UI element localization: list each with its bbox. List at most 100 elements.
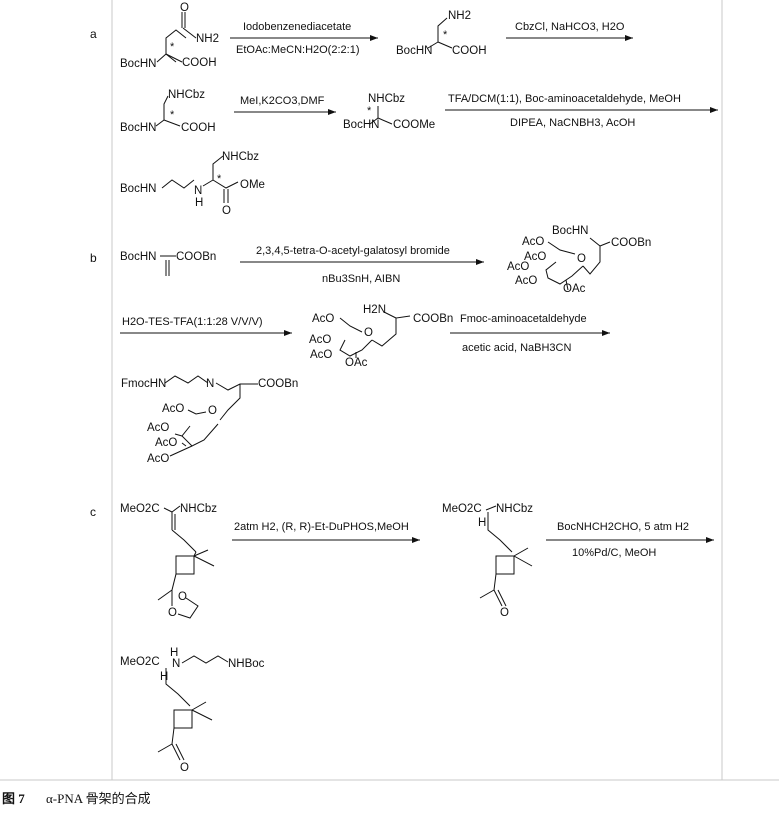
methoxy-ome: OMe: [240, 179, 265, 191]
stereo-star: *: [367, 105, 372, 117]
bond: [165, 29, 187, 63]
figure-caption: 图 7 α-PNA 骨架的合成: [2, 791, 151, 806]
scheme-a-product-4: BocHN N H NHCbz * OMe O: [120, 151, 265, 217]
cyclobutane-ring: [495, 555, 515, 575]
reagent-a2: CbzCl, NaHCO3, H2O: [515, 21, 625, 33]
bond: [193, 555, 215, 567]
ester-coobn: COOBn: [176, 251, 216, 263]
acetoxy-1: AcO: [162, 403, 184, 415]
scheme-c-starting-material: MeO2C NHCbz O O: [120, 503, 217, 619]
reagent-c1: 2atm H2, (R, R)-Et-DuPHOS,MeOH: [234, 521, 409, 533]
acetoxy-oac: OAc: [563, 283, 586, 295]
scheme-c-product-1: MeO2C NHCbz H O: [442, 503, 533, 619]
bond: [157, 589, 173, 601]
bond: [187, 409, 207, 415]
bond: [181, 442, 187, 447]
bond: [163, 507, 173, 513]
bond: [163, 95, 169, 120]
bond: [171, 727, 175, 745]
caption-text: α-PNA 骨架的合成: [46, 791, 151, 806]
ester-coobn: COOBn: [258, 378, 298, 390]
bond: [485, 505, 497, 511]
nhcbz: NHCbz: [496, 503, 533, 515]
ester-coobn: COOBn: [413, 313, 453, 325]
reagent-b1-top: 2,3,4,5-tetra-O-acetyl-galatosyl bromide: [256, 245, 450, 257]
reagent-a1: Iodobenzenediacetate: [243, 21, 351, 33]
bond: [164, 375, 209, 384]
side-chain: [582, 241, 611, 275]
carboxyl-cooh: COOH: [181, 122, 216, 134]
boc-nh: BocHN: [396, 45, 432, 57]
scheme-b-product-2: AcO H2N COOBn AcO O AcO OAc: [309, 304, 453, 369]
bond: [155, 119, 165, 127]
acetoxy-4: AcO: [515, 275, 537, 287]
bond: [437, 17, 448, 42]
scheme-a-product-1: NH2 * BocHN COOH: [396, 10, 487, 57]
boc-nh: BocHN: [120, 122, 156, 134]
bond: [165, 53, 183, 63]
sec-amine-n: N: [206, 378, 214, 390]
stereo-star: *: [443, 29, 448, 41]
section-label-a: a: [90, 27, 97, 41]
sec-amine-n: N: [194, 185, 202, 197]
amine-h: H: [195, 197, 203, 209]
bond: [157, 743, 173, 753]
boc-nh: BocHN: [120, 251, 156, 263]
stereo-star: *: [217, 173, 222, 185]
ketone-o: O: [500, 607, 509, 619]
nhcbz: NHCbz: [368, 93, 405, 105]
carboxyl-cooh: COOH: [452, 45, 487, 57]
boc-nh: BocHN: [120, 183, 156, 195]
bond: [193, 549, 209, 557]
scheme-a: a O NH2 * BocHN COOH Iodobenzenediacetat…: [90, 2, 718, 217]
bond: [493, 589, 503, 607]
stereo-star: *: [170, 41, 175, 53]
bond: [182, 27, 197, 39]
bond: [377, 117, 393, 125]
stereo-h: H: [160, 671, 168, 683]
ring-o: O: [208, 405, 217, 417]
bond: [161, 179, 195, 189]
reagent-c2-top: BocNHCH2CHO, 5 atm H2: [557, 521, 689, 533]
boc-nh: BocHN: [343, 119, 379, 131]
bond: [215, 382, 258, 391]
carboxyl-cooh: COOH: [182, 57, 217, 69]
bond: [437, 41, 453, 49]
ester-meo2c: MeO2C: [442, 503, 482, 515]
solvent-a1: EtOAc:MeCN:H2O(2:2:1): [236, 44, 359, 56]
ring-o: O: [577, 253, 586, 265]
bond: [165, 668, 191, 707]
acetoxy-4: AcO: [147, 453, 169, 465]
side-chain: [371, 315, 411, 347]
nhboc: NHBoc: [228, 658, 265, 670]
amine-h2n: H2N: [363, 304, 386, 316]
dioxolane-o2: O: [168, 607, 177, 619]
bond: [369, 117, 379, 125]
acetoxy-3: AcO: [310, 349, 332, 361]
bond: [191, 701, 207, 711]
carbonyl-o: O: [180, 2, 189, 14]
bond: [212, 155, 224, 180]
acetoxy-oac: OAc: [345, 357, 368, 369]
bond: [339, 317, 363, 333]
scheme-b-product-1: AcO BocHN COOBn AcO O AcO AcO OAc: [507, 225, 651, 295]
boc-nh: BocHN: [552, 225, 588, 237]
stereo-star: *: [170, 109, 175, 121]
bond: [202, 179, 214, 187]
stereo-h: H: [478, 517, 486, 529]
bond: [171, 505, 181, 513]
acetoxy-2: AcO: [309, 334, 331, 346]
dioxolane-o1: O: [178, 591, 187, 603]
bond: [212, 179, 239, 189]
cyclobutane-ring: [175, 555, 195, 575]
ketone-o: O: [180, 762, 189, 774]
scheme-a-product-2: NHCbz * BocHN COOH: [120, 89, 216, 134]
bond: [171, 573, 177, 591]
acetoxy-3: AcO: [507, 261, 529, 273]
ring-o: O: [364, 327, 373, 339]
bond: [181, 655, 229, 664]
scheme-b: b BocHN COOBn 2,3,4,5-tetra-O-acetyl-gal…: [90, 225, 651, 465]
bond: [497, 589, 507, 607]
scheme-b-starting-material: BocHN COOBn: [120, 251, 216, 276]
